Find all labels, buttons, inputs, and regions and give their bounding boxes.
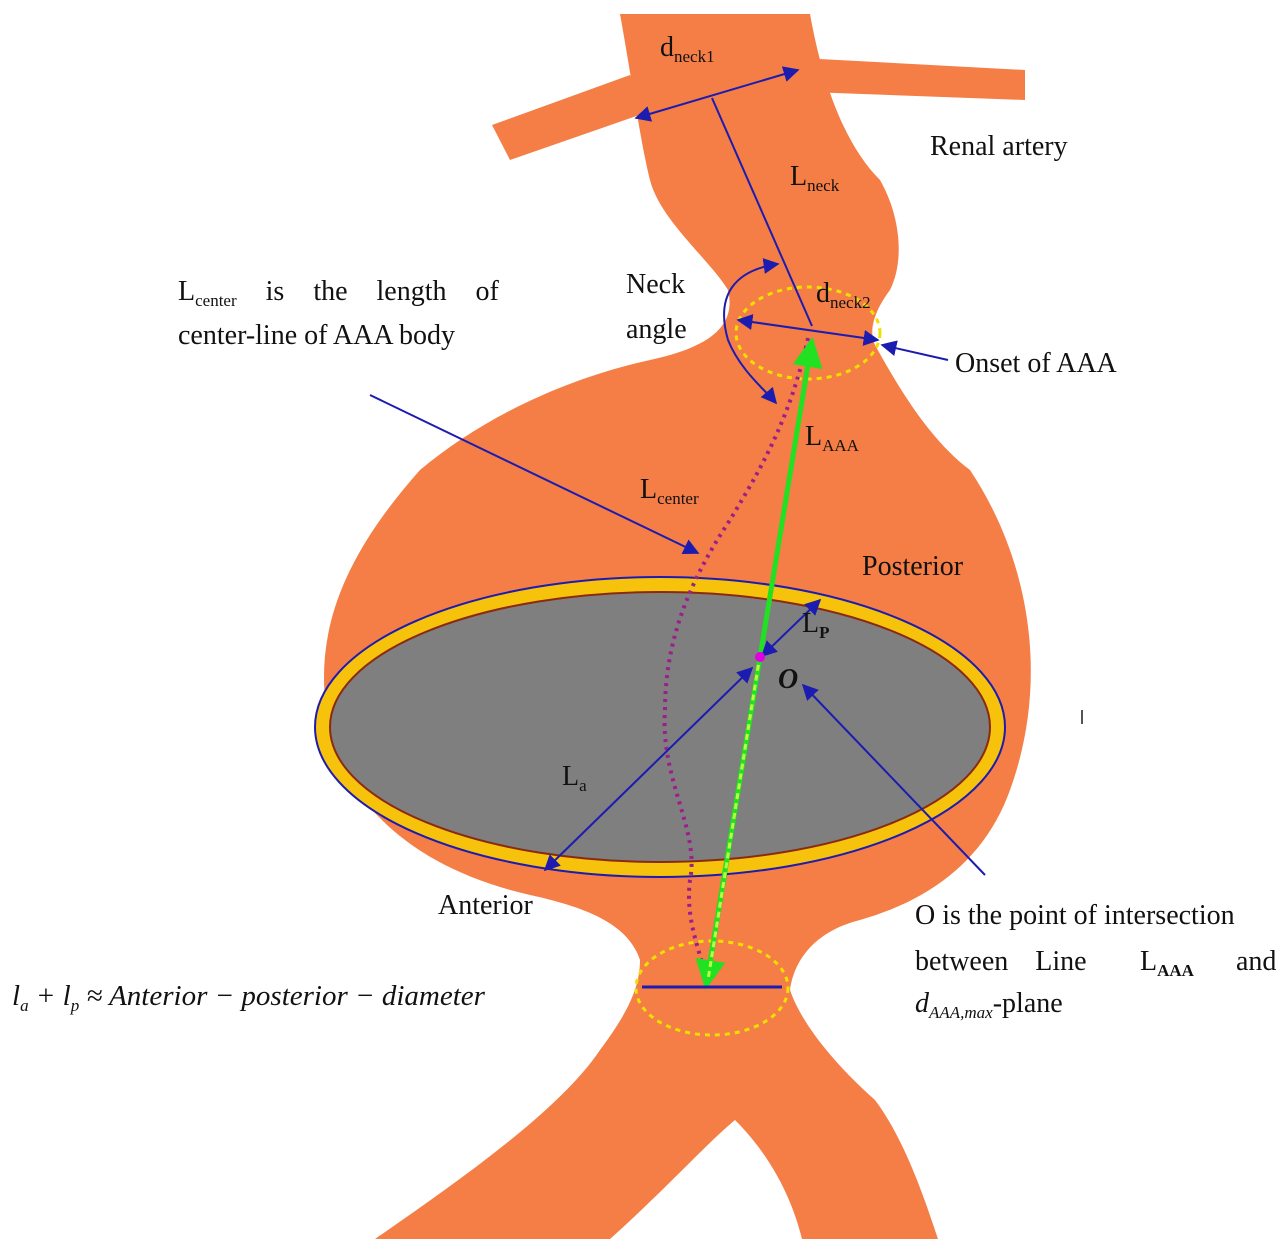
label-d-neck2: dneck2: [816, 278, 871, 312]
label-anterior: Anterior: [438, 890, 534, 921]
label-l-p: LP: [802, 608, 830, 642]
renal-artery-left: [492, 75, 648, 160]
d-neck1-line: [634, 66, 800, 122]
renal-artery-right: [800, 58, 1025, 100]
label-l-neck: Lneck: [790, 161, 840, 195]
label-neck-angle-1: Neck: [626, 269, 685, 300]
onset-pointer: [880, 340, 949, 361]
l-a-line: [543, 666, 754, 872]
l-neck-line: [711, 97, 813, 327]
label-posterior: Posterior: [862, 551, 964, 582]
label-neck-angle-2: angle: [626, 314, 687, 345]
label-point-o: O: [778, 664, 798, 695]
max-diameter-plane: [314, 576, 1006, 878]
label-l-aaa: LAAA: [805, 421, 860, 455]
label-o-note-line3: dAAA,max-plane: [915, 988, 1063, 1022]
label-o-note-line1: O is the point of intersection: [915, 900, 1235, 931]
label-d-neck1: dneck1: [660, 32, 715, 66]
label-lcenter-note-line1: Lcenter is the length of: [178, 276, 500, 310]
lumen-plane: [329, 591, 991, 863]
label-l-a: La: [562, 761, 587, 795]
label-lcenter-note-line2: center-line of AAA body: [178, 320, 455, 351]
point-o-marker: [755, 652, 765, 662]
l-aaa-line: [695, 337, 823, 990]
label-renal-artery: Renal artery: [930, 131, 1068, 162]
label-l-center: Lcenter: [640, 474, 699, 508]
label-formula: la + lp ≈ Anterior − posterior − diamete…: [12, 980, 486, 1015]
point-o-pointer: [801, 683, 986, 876]
lcenter-pointer: [369, 394, 700, 554]
l-p-line: [760, 598, 822, 658]
label-onset-aaa: Onset of AAA: [955, 348, 1118, 379]
